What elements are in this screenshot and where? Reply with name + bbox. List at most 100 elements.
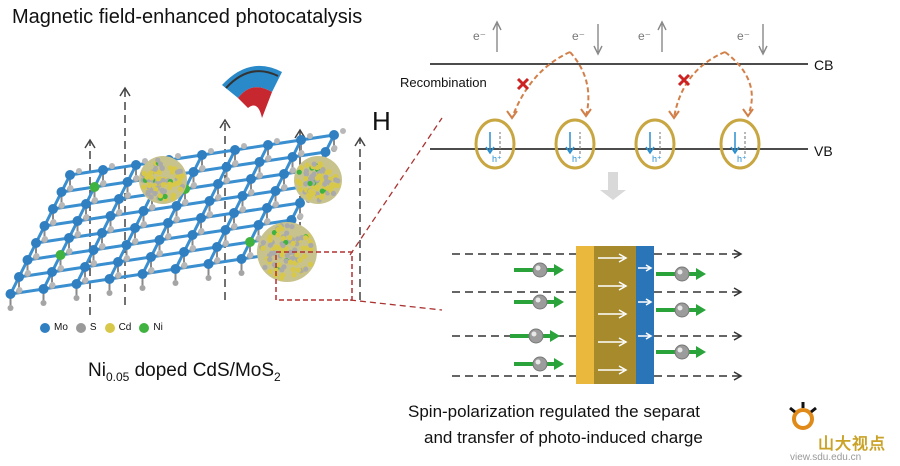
transition-arrow [511,51,571,119]
recombination-blocked-icon [516,77,530,91]
particle-atom [162,193,168,200]
particle-atom [260,245,266,251]
field-arrow-head [354,136,366,147]
particle-atom [323,178,330,184]
particle-atom [141,170,147,177]
particle-atom [174,173,181,179]
hole-label: h⁺ [572,154,582,164]
mo-atom [22,255,33,265]
particle-atom [157,161,163,167]
s-atom [133,175,140,181]
mo-atom [279,169,289,179]
particle-atom [311,161,317,167]
cd-dot [104,322,115,333]
electron-ball [674,266,690,282]
mo-s-bond [109,272,143,281]
watermark-cn: 山大视点 [818,436,887,453]
particle-atom [307,188,314,194]
mo-atom [131,160,141,170]
material-prefix: Ni [88,360,106,381]
mo-s-bond [300,133,335,142]
s-atom [59,202,65,208]
mo-atom [138,206,149,216]
s-atom [307,133,313,139]
s-atom [298,150,305,156]
particle-atom [299,235,305,241]
material-label: Ni0.05 doped CdS/MoS2 [88,360,281,384]
hole-ellipse [634,118,676,170]
mo-s-bond [234,143,269,152]
mo-s-bond [51,265,86,274]
field-arrow-head [84,138,96,149]
particle-atom [291,272,297,278]
particle-atom [267,268,273,275]
particle-atom [152,166,159,172]
electron-highlight [535,297,541,303]
particle-atom [148,175,154,181]
electron-highlight [677,269,683,275]
mo-atom [97,228,107,238]
mo-atom [39,221,50,231]
mo-atom [114,194,124,204]
s-atom [182,199,189,205]
electron-spin-arrow-head [657,20,667,31]
mo-atom [130,223,140,233]
mo-atom [237,191,248,201]
particle-atom [303,171,310,177]
mo-atom [287,152,298,162]
mo-s-bond [110,209,144,218]
particle-atom [308,242,314,248]
particle-atom [295,236,301,242]
particle-atom [155,176,161,182]
s-atom [290,167,296,173]
s-atom [214,257,221,263]
particle-atom [153,186,159,193]
material-sub: 0.05 [105,369,130,384]
particle-atom [262,264,268,270]
electron-highlight [677,305,683,311]
electron-group: e⁻e⁻e⁻e⁻ [473,20,768,56]
mo-s-bond [52,202,87,211]
electron-label: e⁻ [638,29,651,43]
hole-spin-arrow-head [645,146,655,155]
mo-atom [197,150,207,160]
particle-atom [170,192,177,198]
hole-label: h⁺ [737,154,747,164]
s-atom [106,290,113,296]
mo-s-bond [208,257,242,266]
mo-atom [14,272,24,282]
s-atom [257,172,263,178]
mo-atom [188,167,199,177]
mo-s-bond [192,228,226,237]
particle-atom [297,257,303,263]
field-arrow-head [294,128,306,139]
caption-line-2: and transfer of photo-induced charge [424,428,703,447]
particle-atom [145,189,151,195]
mo-s-bond [93,243,127,252]
mo-atom [196,213,206,223]
ni-atom [245,237,255,247]
s-atom [82,277,89,283]
particle-atom [157,193,163,199]
sdu-logo-icon [789,402,817,430]
particle-atom [177,186,184,192]
carrier-path-head [733,287,743,297]
mo-atom [246,174,256,184]
material-middle: doped CdS/MoS [129,360,275,381]
particle-atom [295,267,302,273]
mo-s-bond [193,165,227,174]
mo-atom [212,242,222,252]
particle-atom [298,186,304,193]
particle-atom [333,182,339,188]
mo-atom [105,211,116,221]
s-atom [100,180,107,186]
particle-atom [314,175,321,181]
ni-dot [139,322,150,333]
s-atom [224,177,230,183]
magnet-icon [222,65,282,118]
mo-atom [203,259,214,269]
mo-s-bond [226,160,260,169]
particle-atom [307,180,313,187]
mo-atom [47,267,57,277]
particle-atom [318,194,325,200]
